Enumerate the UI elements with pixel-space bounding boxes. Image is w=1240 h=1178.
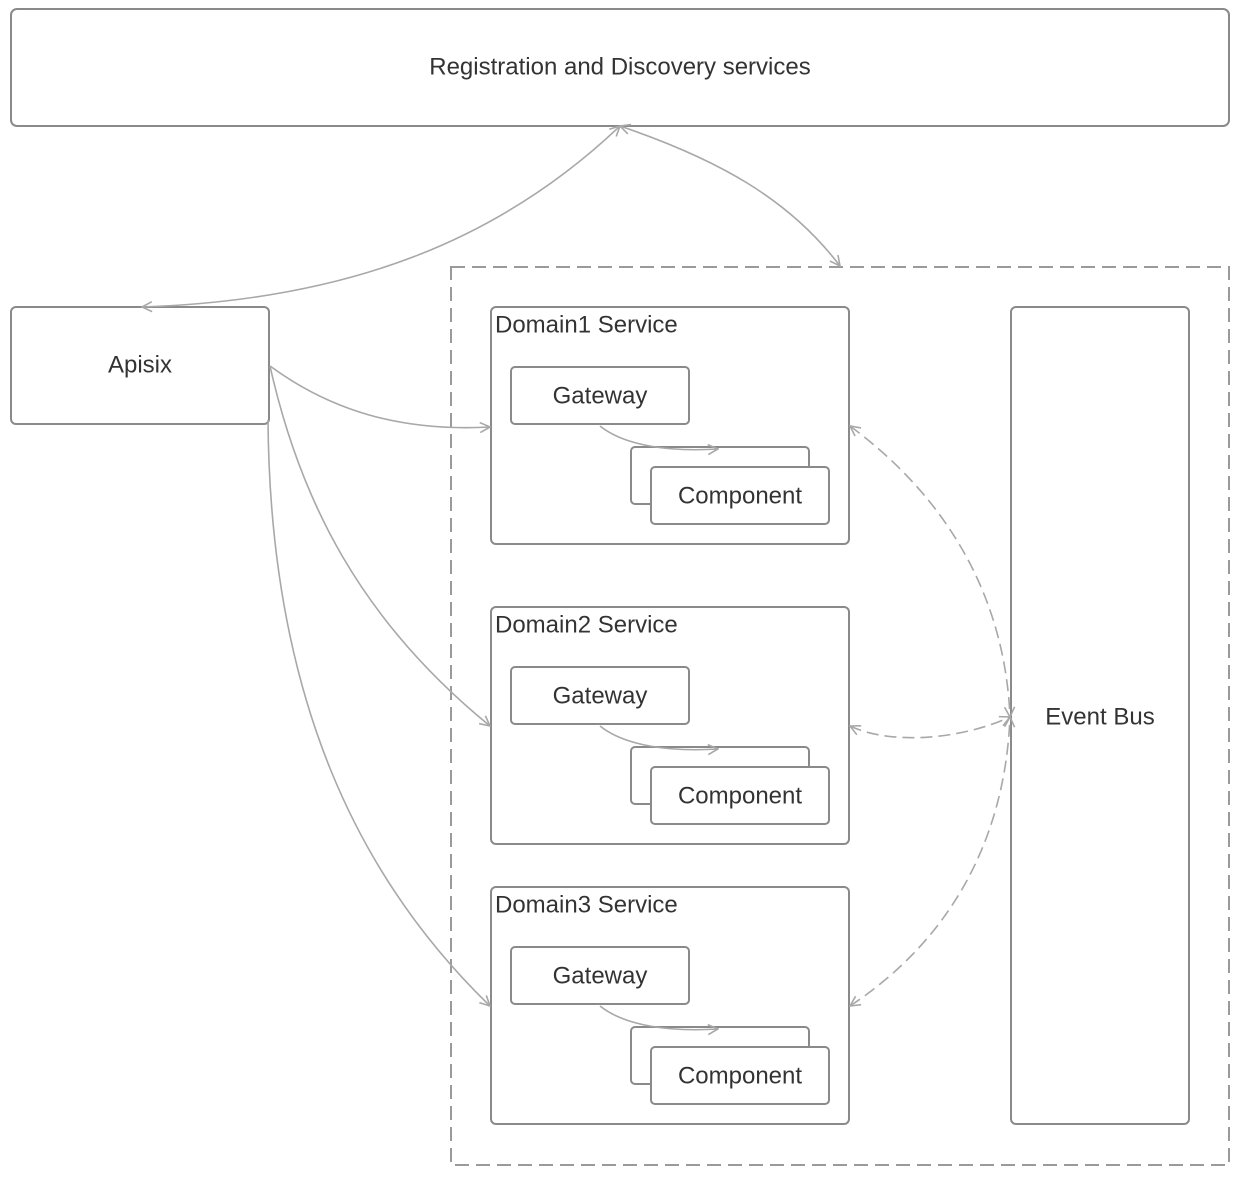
domain3-component-label: Component: [678, 1062, 802, 1089]
domain1-gateway-to-component: [599, 425, 718, 450]
edge-registry-services: [620, 126, 840, 266]
edge-apisix-domain1: [269, 365, 490, 428]
domain2-gateway-label: Gateway: [553, 682, 648, 709]
domain3-gateway-label: Gateway: [553, 962, 648, 989]
domain1-component: [650, 466, 830, 525]
domain3-gateway-to-component: [599, 1005, 718, 1030]
domain1-gateway: [510, 366, 690, 425]
edge-domain1-eventbus: [850, 426, 1010, 717]
event-bus-label: Event Bus: [1045, 703, 1154, 730]
domain1-service: Domain1 Service Gateway Component: [490, 306, 850, 545]
domain3-component: [650, 1046, 830, 1105]
domain2-gateway: [510, 666, 690, 725]
domain3-service: Domain3 Service Gateway Component: [490, 886, 850, 1125]
apisix-label: Apisix: [108, 351, 172, 378]
domain1-title: Domain1 Service: [495, 311, 678, 338]
edge-domain3-eventbus: [850, 717, 1010, 1006]
domain2-service: Domain2 Service Gateway Component: [490, 606, 850, 845]
edge-apisix-registry: [142, 126, 620, 307]
registry-label: Registration and Discovery services: [429, 53, 810, 80]
domain2-component: [650, 766, 830, 825]
domain3-title: Domain3 Service: [495, 891, 678, 918]
edge-apisix-domain3: [267, 419, 490, 1006]
edge-apisix-domain2: [269, 365, 490, 726]
registry-node: Registration and Discovery services: [10, 8, 1230, 127]
domain2-gateway-to-component: [599, 725, 718, 750]
domain2-title: Domain2 Service: [495, 611, 678, 638]
domain1-gateway-label: Gateway: [553, 382, 648, 409]
domain1-component-label: Component: [678, 482, 802, 509]
domain2-component-label: Component: [678, 782, 802, 809]
event-bus-node: Event Bus: [1010, 306, 1190, 1125]
edge-domain2-eventbus: [850, 717, 1010, 739]
apisix-node: Apisix: [10, 306, 270, 425]
domain3-gateway: [510, 946, 690, 1005]
